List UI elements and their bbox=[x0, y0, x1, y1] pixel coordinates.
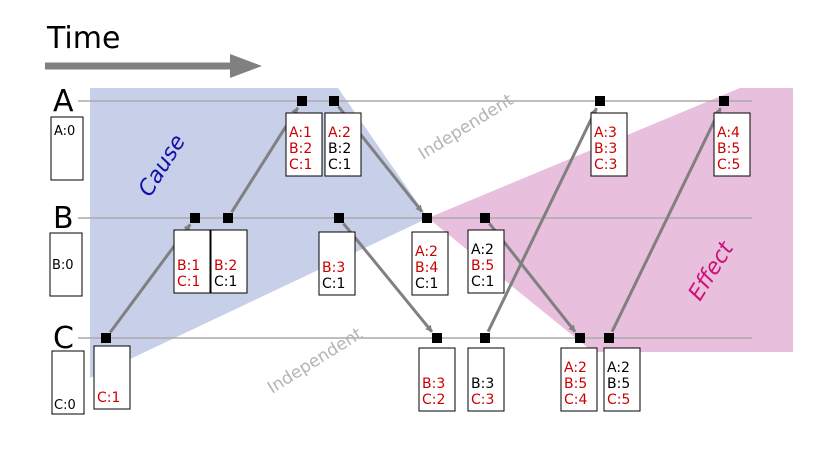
clock-entry: C:1 bbox=[322, 276, 345, 292]
clock-entry: C:4 bbox=[564, 392, 587, 408]
clock-entry: A:2 bbox=[607, 360, 630, 376]
clock-entry: B:2 bbox=[289, 141, 312, 157]
initial-clock-a: A:0 bbox=[50, 116, 84, 181]
event-a4: A:4B:5C:5 bbox=[713, 96, 751, 177]
clock-entry: B:3 bbox=[594, 141, 617, 157]
clock-entry: B:5 bbox=[564, 376, 587, 392]
clock-entry: C:3 bbox=[594, 157, 617, 173]
clock-entry: C:3 bbox=[471, 392, 494, 408]
independent-label-bottom: Independent bbox=[264, 324, 366, 398]
cause-region bbox=[90, 88, 428, 378]
clock-box bbox=[467, 347, 505, 412]
message-arrow-b3-to-c2 bbox=[342, 222, 434, 333]
event-marker bbox=[297, 96, 307, 106]
event-c4: A:2B:5C:4 bbox=[560, 333, 598, 412]
clock-box bbox=[285, 112, 323, 177]
clock-box bbox=[603, 347, 641, 412]
clock-box bbox=[93, 345, 131, 410]
event-c1: C:1 bbox=[93, 333, 131, 410]
initial-clock-b-text: B:0 bbox=[52, 258, 74, 273]
process-label-c: C bbox=[53, 321, 74, 356]
time-arrow-head bbox=[230, 54, 262, 78]
clock-entry: B:3 bbox=[422, 376, 445, 392]
clock-entry: C:1 bbox=[97, 390, 120, 406]
initial-clock-c: C:0 bbox=[51, 350, 85, 415]
event-marker bbox=[575, 333, 585, 343]
process-label-b: B bbox=[53, 201, 74, 236]
clock-box bbox=[560, 347, 598, 412]
message-arrow-c5-to-a4 bbox=[610, 107, 722, 333]
clock-entry: C:5 bbox=[717, 157, 740, 173]
clock-entry: B:1 bbox=[177, 258, 200, 274]
event-marker bbox=[422, 213, 432, 223]
event-marker bbox=[480, 333, 490, 343]
clock-entry: C:1 bbox=[177, 274, 200, 290]
time-title: Time bbox=[46, 21, 120, 56]
event-b2: B:2C:1 bbox=[210, 213, 248, 294]
event-marker bbox=[604, 333, 614, 343]
event-marker bbox=[101, 333, 111, 343]
clock-entry: C:1 bbox=[328, 157, 351, 173]
clock-entry: B:5 bbox=[717, 141, 740, 157]
clock-entry: B:3 bbox=[471, 376, 494, 392]
clock-box bbox=[467, 229, 505, 294]
process-label-a: A bbox=[53, 84, 74, 119]
clock-box bbox=[590, 112, 628, 177]
initial-clock-a-text: A:0 bbox=[54, 124, 75, 139]
event-marker bbox=[329, 96, 339, 106]
event-b3: B:3C:1 bbox=[318, 213, 356, 296]
event-b1: B:1C:1 bbox=[173, 213, 211, 294]
event-b4: A:2B:4C:1 bbox=[411, 213, 449, 296]
event-a2: A:2B:2C:1 bbox=[324, 96, 362, 177]
clock-entry: B:2 bbox=[214, 258, 237, 274]
event-marker bbox=[719, 96, 729, 106]
event-marker bbox=[334, 213, 344, 223]
event-a3: A:3B:3C:3 bbox=[590, 96, 628, 177]
clock-entry: A:2 bbox=[471, 242, 494, 258]
clock-entry: B:5 bbox=[607, 376, 630, 392]
clock-entry: B:2 bbox=[328, 141, 351, 157]
event-marker bbox=[480, 213, 490, 223]
clock-box bbox=[713, 112, 751, 177]
clock-entry: C:1 bbox=[214, 274, 237, 290]
clock-box bbox=[411, 231, 449, 296]
event-c5: A:2B:5C:5 bbox=[603, 333, 641, 412]
event-marker bbox=[223, 213, 233, 223]
clock-entry: C:2 bbox=[422, 392, 445, 408]
clock-entry: C:1 bbox=[415, 276, 438, 292]
event-marker bbox=[595, 96, 605, 106]
event-a1: A:1B:2C:1 bbox=[285, 96, 323, 177]
clock-box bbox=[318, 231, 356, 296]
event-b5: A:2B:5C:1 bbox=[467, 213, 505, 294]
initial-clock-b: B:0 bbox=[49, 232, 83, 297]
clock-entry: A:2 bbox=[415, 244, 438, 260]
clock-entry: B:5 bbox=[471, 258, 494, 274]
clock-entry: C:1 bbox=[289, 157, 312, 173]
events: C:1B:1C:1B:2C:1A:1B:2C:1A:2B:2C:1B:3C:1A… bbox=[93, 96, 751, 412]
event-marker bbox=[432, 333, 442, 343]
clock-entry: C:5 bbox=[607, 392, 630, 408]
initial-clock-c-text: C:0 bbox=[54, 398, 76, 413]
message-arrow-c3-to-a3 bbox=[486, 107, 598, 333]
event-c2: B:3C:2 bbox=[418, 333, 456, 412]
clock-box bbox=[210, 229, 248, 294]
event-c3: B:3C:3 bbox=[467, 333, 505, 412]
message-arrows bbox=[108, 105, 722, 334]
event-marker bbox=[190, 213, 200, 223]
clock-entry: B:4 bbox=[415, 260, 438, 276]
clock-entry: A:2 bbox=[564, 360, 587, 376]
clock-entry: A:1 bbox=[289, 125, 312, 141]
effect-region bbox=[428, 88, 793, 352]
clock-box bbox=[173, 229, 211, 294]
clock-box bbox=[418, 347, 456, 412]
clock-entry: B:3 bbox=[322, 260, 345, 276]
clock-entry: A:4 bbox=[717, 125, 740, 141]
clock-box bbox=[324, 112, 362, 177]
clock-entry: C:1 bbox=[471, 274, 494, 290]
clock-entry: A:2 bbox=[328, 125, 351, 141]
clock-entry: A:3 bbox=[594, 125, 617, 141]
